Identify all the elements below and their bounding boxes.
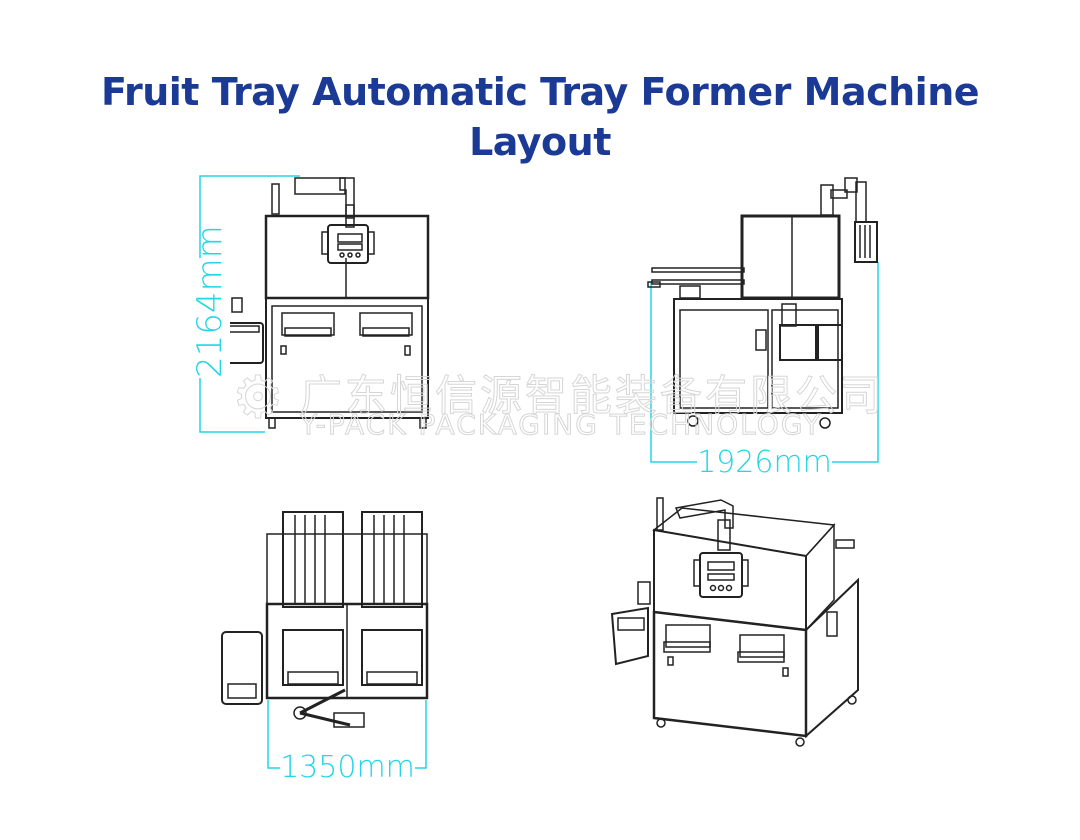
- watermark-chinese: 广东恒信源智能装备有限公司: [299, 371, 886, 421]
- page-title: Fruit Tray Automatic Tray Former Machine: [100, 70, 980, 114]
- side-view-drawing: [647, 177, 879, 463]
- watermark-english: Y-PACK PACKAGING TECHNOLOGY: [299, 408, 823, 442]
- top-view-drawing: [221, 511, 429, 769]
- watermark-gear-icon: ⚙: [232, 363, 285, 431]
- dimension-width-label: 1350mm: [280, 750, 415, 786]
- front-view-drawing: [199, 175, 430, 433]
- dimension-height-label: 2164mm: [190, 225, 230, 378]
- dimension-length-label: 1926mm: [697, 445, 832, 480]
- isometric-view-drawing: [610, 497, 859, 747]
- page-subtitle: Layout: [469, 120, 611, 164]
